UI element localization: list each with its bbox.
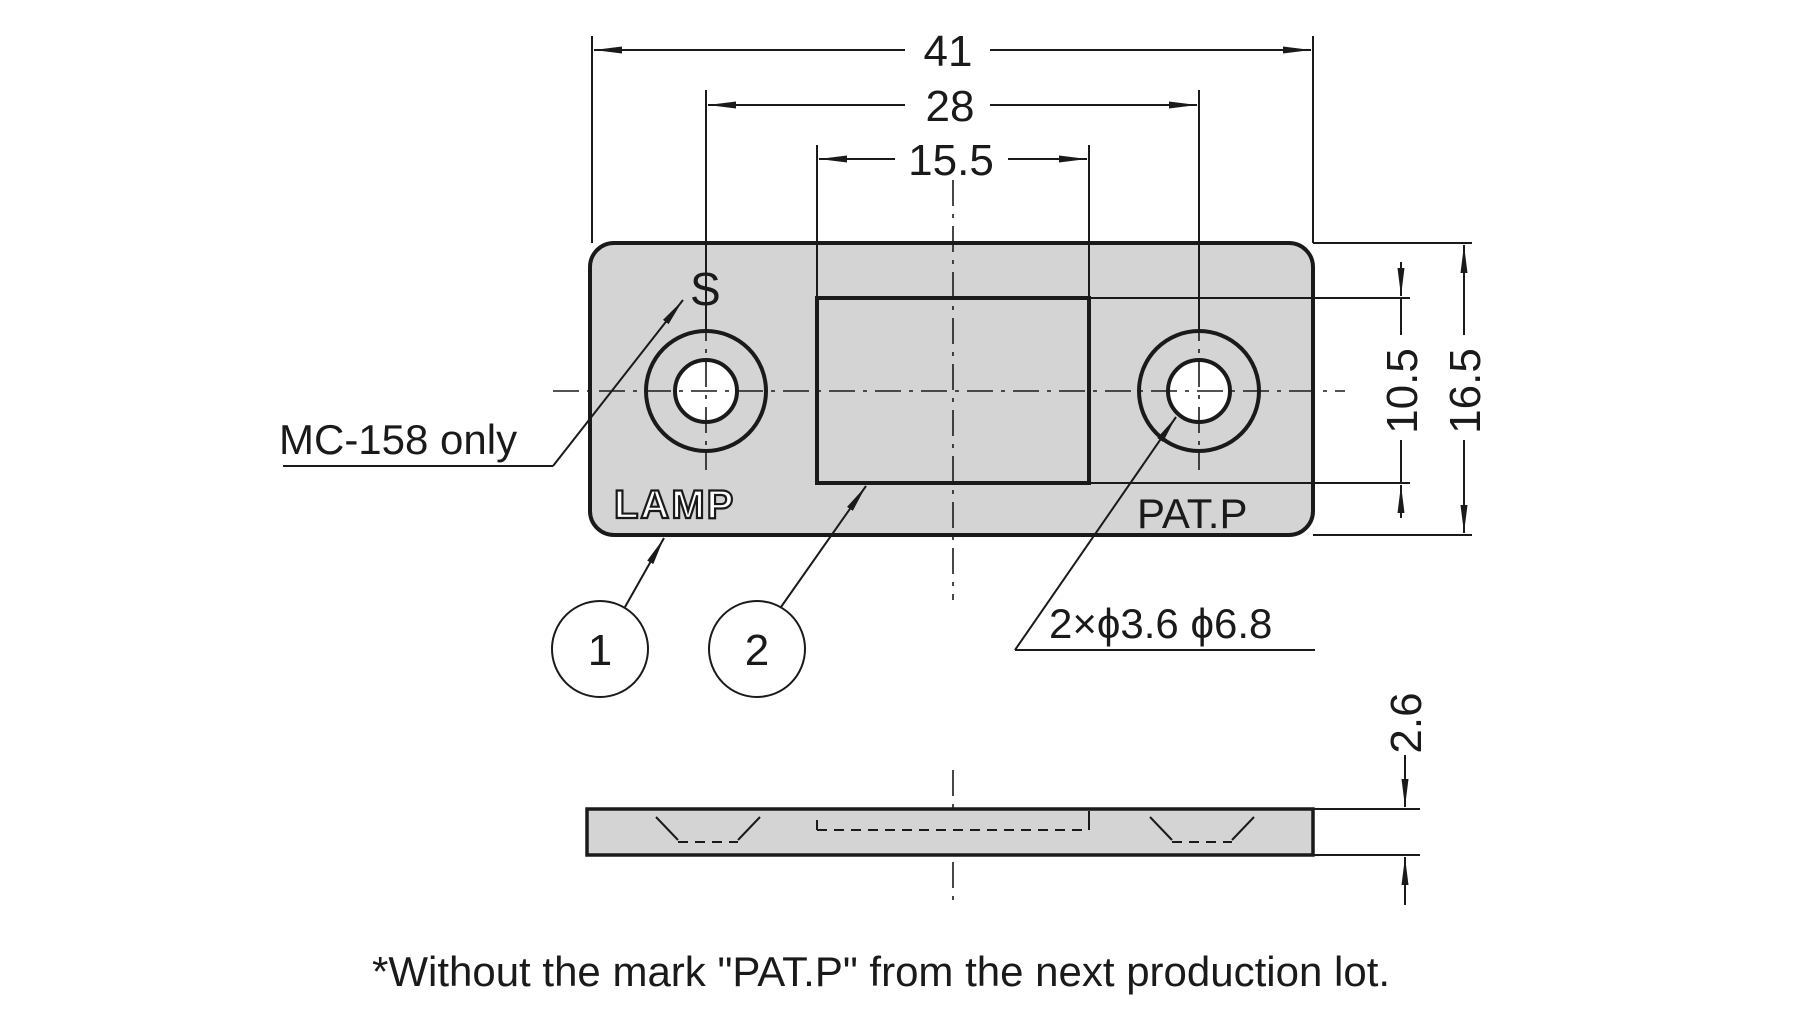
footnote: *Without the mark "PAT.P" from the next … <box>372 948 1390 995</box>
dim-41: 41 <box>924 27 973 76</box>
dim-15-5: 15.5 <box>908 136 994 185</box>
side-profile <box>585 807 1315 857</box>
callout-2-circle <box>708 600 806 698</box>
callout-1: 1 <box>588 626 612 675</box>
lamp-logo: LAMP <box>614 483 735 527</box>
leaders: MC-158 only 1 2 2×ϕ3.6 ϕ6.8 <box>279 299 1315 698</box>
dim-16-5: 16.5 <box>1441 348 1490 434</box>
mc-158-note: MC-158 only <box>279 416 517 463</box>
side-view: 2.6 <box>585 692 1431 905</box>
hole-spec: 2×ϕ3.6 ϕ6.8 <box>1049 600 1272 647</box>
dim-28: 28 <box>926 82 975 131</box>
dim-10-5: 10.5 <box>1378 348 1427 434</box>
callout-1-circle <box>551 600 649 698</box>
callout-2: 2 <box>745 626 769 675</box>
vertical-dimensions: 10.5 16.5 <box>1089 242 1490 536</box>
dim-2-6: 2.6 <box>1382 692 1431 753</box>
horizontal-dimensions: 41 28 15.5 <box>591 27 1314 330</box>
pat-p-mark: PAT.P <box>1137 490 1247 537</box>
top-view: LAMP PAT.P S <box>553 180 1345 600</box>
